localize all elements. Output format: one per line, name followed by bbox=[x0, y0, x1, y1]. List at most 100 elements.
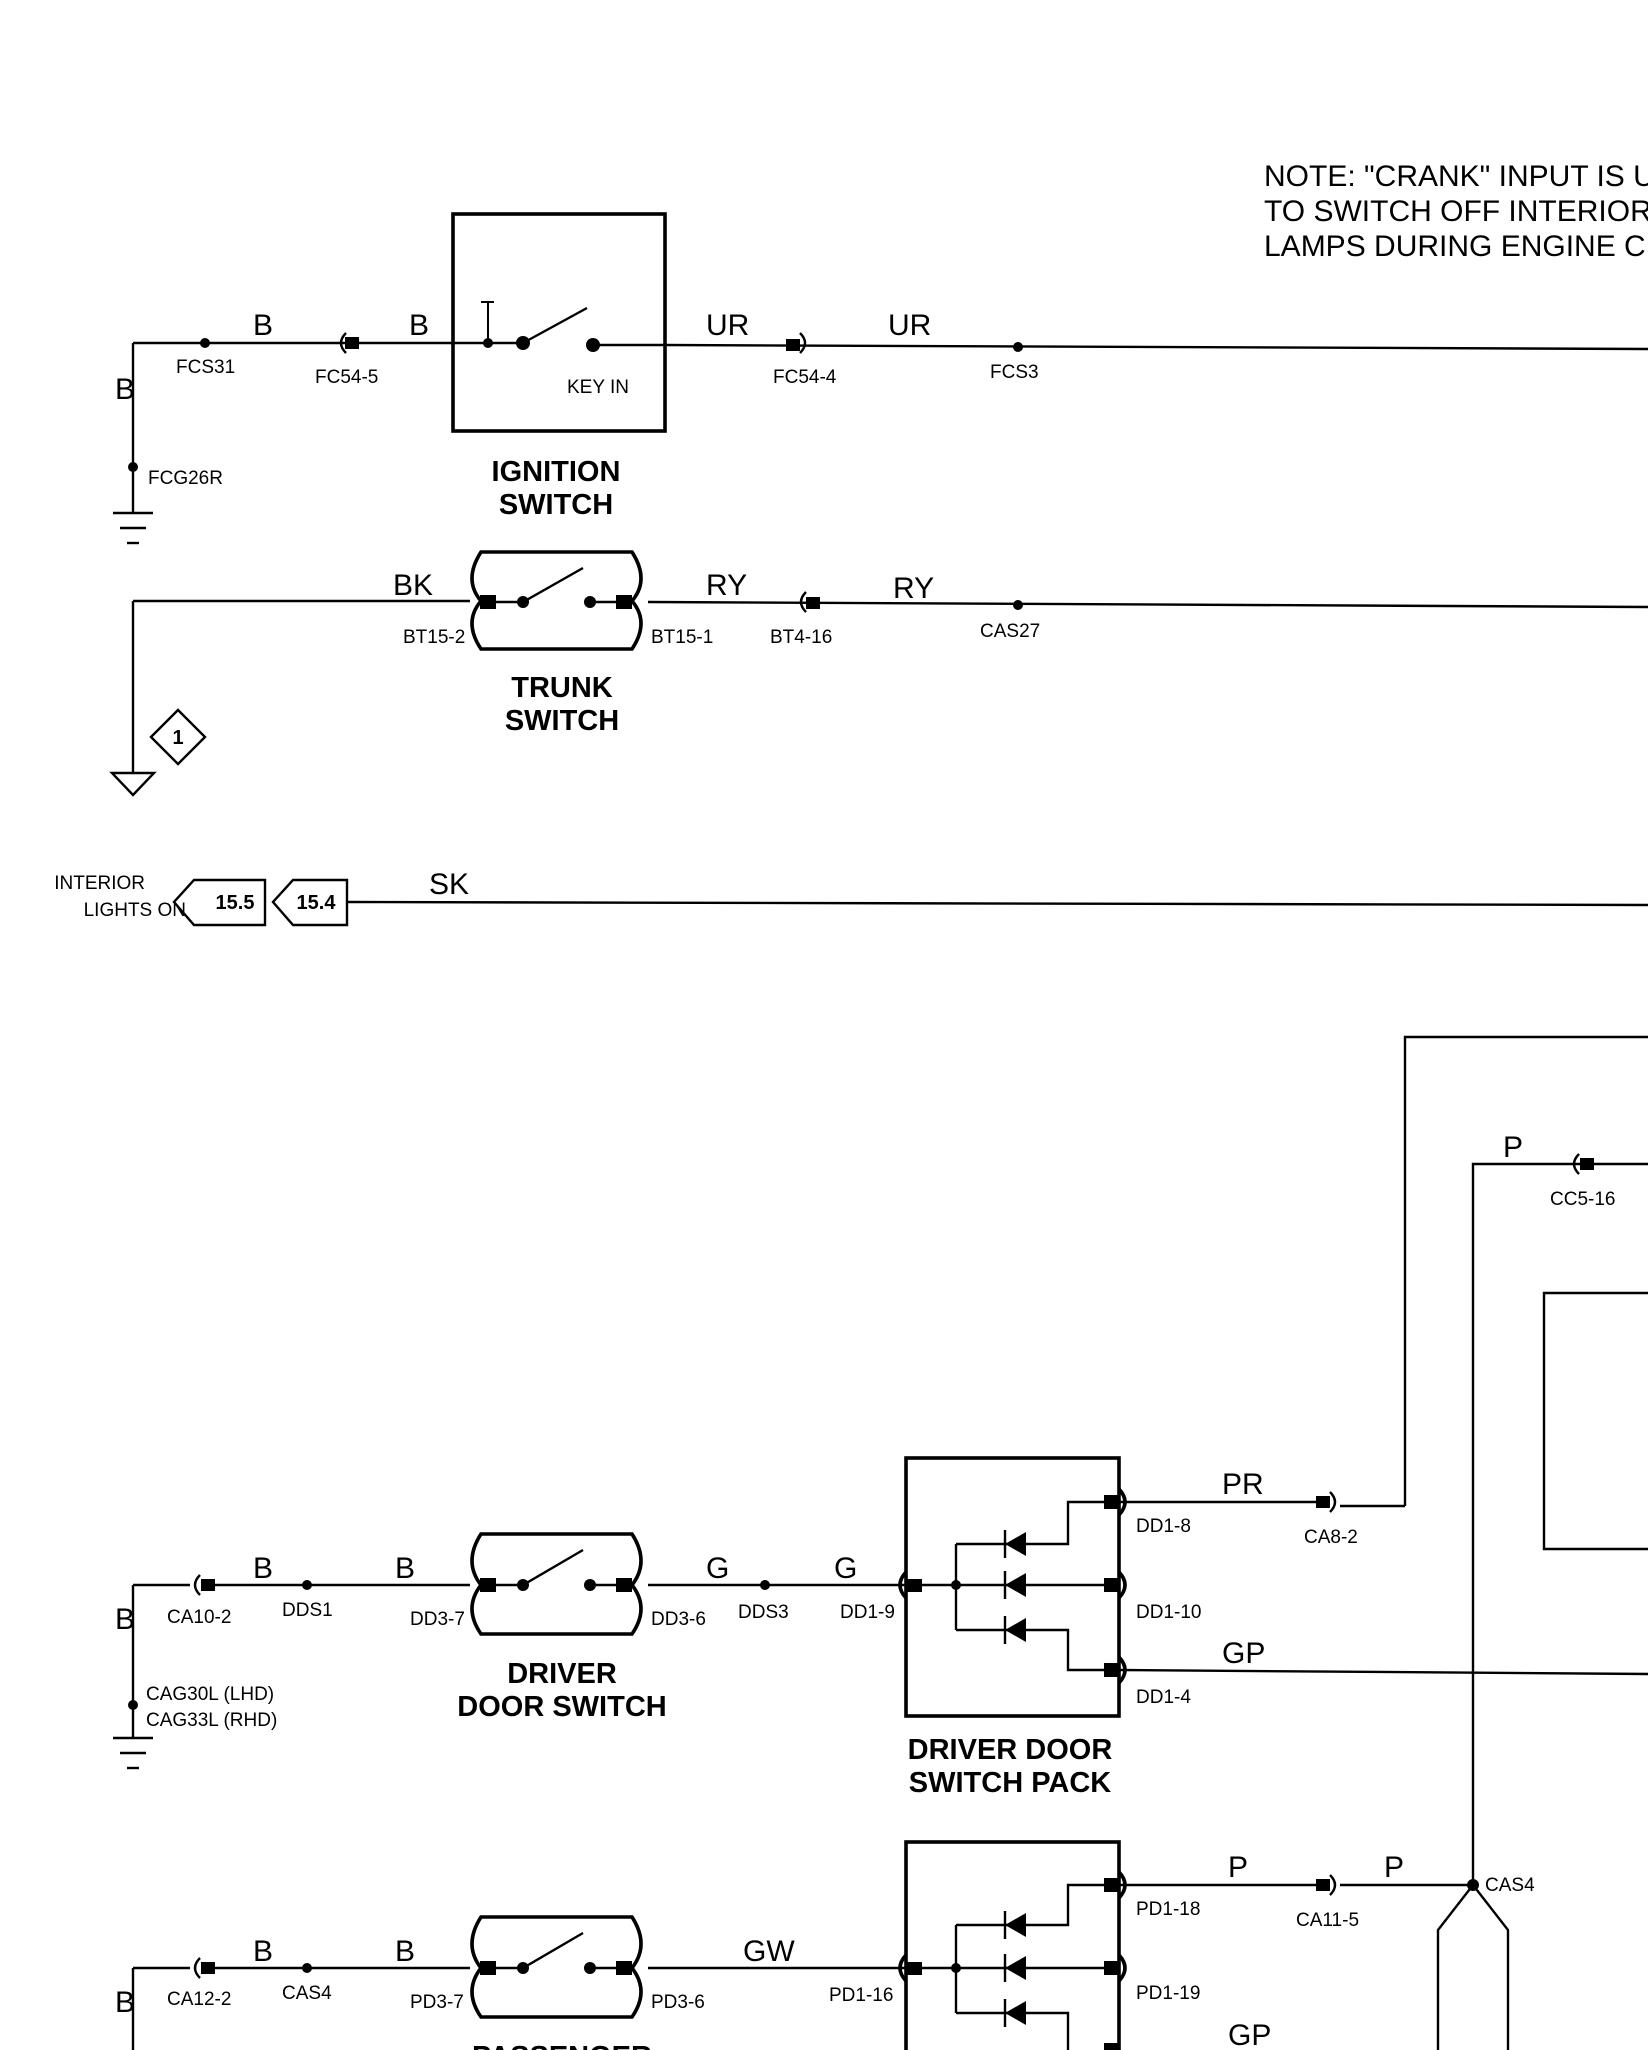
ignition-switch-contact-icon bbox=[522, 306, 588, 345]
driver-wire-label-pr: PR bbox=[1222, 1468, 1264, 1501]
wire-label-ry-1: RY bbox=[706, 569, 747, 602]
trunk-title-1: TRUNK bbox=[511, 672, 613, 704]
wire-label-b-2: B bbox=[409, 309, 429, 342]
passenger-door-switch-contact-icon bbox=[496, 1931, 584, 1970]
driver-switch-title-1: DRIVER bbox=[507, 1658, 617, 1690]
driver-pack-diode-3-icon bbox=[1003, 1616, 1026, 1644]
passenger-pack-internal-wiring bbox=[954, 1883, 1106, 2050]
pin-label-bt15-1: BT15-1 bbox=[651, 627, 713, 648]
driver-wire-label-g-2: G bbox=[834, 1552, 857, 1585]
connector-label-fc54-5: FC54-5 bbox=[315, 367, 378, 388]
offpage-ref-15-4-icon: 15.4 bbox=[271, 878, 349, 927]
ground-label-cag30l: CAG30L (LHD) bbox=[146, 1684, 274, 1705]
passenger-ground-wire-label: B bbox=[115, 1986, 135, 2019]
pin-label-dd3-7: DD3-7 bbox=[410, 1609, 465, 1630]
connector-fc54-5-icon bbox=[339, 332, 359, 354]
connector-label-cc5-16: CC5-16 bbox=[1550, 1189, 1615, 1210]
connector-label-bt4-16: BT4-16 bbox=[770, 627, 832, 648]
splice-pds1-dot bbox=[302, 1963, 312, 1973]
splice-dds1-dot bbox=[302, 1580, 312, 1590]
splice-fcs31-dot bbox=[200, 338, 210, 348]
driver-pack-diode-2-icon bbox=[1003, 1571, 1026, 1599]
splice-cas27-dot bbox=[1013, 600, 1023, 610]
connector-label-fc54-4: FC54-4 bbox=[773, 367, 837, 388]
ground-label-cag33l: CAG33L (RHD) bbox=[146, 1710, 277, 1731]
ground-ref-diamond-icon: 1 bbox=[149, 708, 207, 766]
splice-label-cas4: CAS4 bbox=[1485, 1875, 1535, 1896]
splice-dds3-dot bbox=[760, 1580, 770, 1590]
ignition-title-1: IGNITION bbox=[492, 456, 621, 488]
ground-wire-label: B bbox=[115, 373, 135, 406]
key-in-label: KEY IN bbox=[567, 377, 629, 398]
splice-label-dds1: DDS1 bbox=[282, 1600, 333, 1621]
pin-label-dd3-6: DD3-6 bbox=[651, 1609, 706, 1630]
passenger-wire-label-gp: GP bbox=[1228, 2019, 1271, 2050]
wire-label-ry-2: RY bbox=[893, 572, 934, 605]
wire-label-ur-1: UR bbox=[706, 309, 749, 342]
connector-fc54-4-icon bbox=[786, 332, 807, 354]
driver-switch-title-2: DOOR SWITCH bbox=[457, 1691, 666, 1723]
pin-label-pd1-18: PD1-18 bbox=[1136, 1899, 1200, 1920]
driver-door-switch-box bbox=[470, 1532, 643, 1636]
connector-label-ca11-5: CA11-5 bbox=[1296, 1910, 1359, 1931]
driver-wire-label-b-1: B bbox=[253, 1552, 273, 1585]
module-box-partial bbox=[1542, 1291, 1648, 1551]
wire-sk bbox=[346, 900, 1648, 907]
splice-label-dds3: DDS3 bbox=[738, 1602, 789, 1623]
ground-label-fcg26r: FCG26R bbox=[148, 468, 223, 489]
passenger-door-circuit: B CA12-2 B CAS4 B PD3-7 PD3-6 GW PD1-16 … bbox=[115, 1840, 1535, 2050]
offpage-ref-15-4: 15.4 bbox=[297, 892, 337, 914]
wire-label-p-right: P bbox=[1503, 1131, 1523, 1164]
driver-wire-label-b-2: B bbox=[395, 1552, 415, 1585]
driver-pack-diode-1-icon bbox=[1003, 1530, 1026, 1558]
passenger-wire-label-p-2: P bbox=[1384, 1851, 1404, 1884]
chassis-ground-triangle-icon bbox=[109, 771, 157, 797]
pin-label-bt15-2: BT15-2 bbox=[403, 627, 465, 648]
offpage-ref-15-5-icon: 15.5 bbox=[172, 878, 267, 927]
ground-ref-number: 1 bbox=[172, 727, 183, 749]
splice-label-fcs31: FCS31 bbox=[176, 357, 235, 378]
driver-pack-title-1: DRIVER DOOR bbox=[908, 1734, 1113, 1766]
splice-cas4-harness bbox=[1436, 1884, 1510, 2050]
interior-label-1: INTERIOR bbox=[54, 873, 145, 894]
passenger-pack-diode-2-icon bbox=[1003, 1954, 1026, 1982]
driver-wire-gp bbox=[1118, 1668, 1648, 1676]
pin-label-pd3-7: PD3-7 bbox=[410, 1992, 464, 2013]
note-line-3: LAMPS DURING ENGINE CRA bbox=[1264, 230, 1648, 263]
interior-label-2: LIGHTS ON bbox=[84, 900, 186, 921]
wire-label-b-1: B bbox=[253, 309, 273, 342]
wire-ry bbox=[647, 600, 1648, 609]
pin-label-dd1-8: DD1-8 bbox=[1136, 1516, 1191, 1537]
connector-ca10-2-icon bbox=[193, 1574, 215, 1596]
driver-ground-wire-label: B bbox=[115, 1603, 135, 1636]
wire-label-bk: BK bbox=[393, 569, 433, 602]
pin-label-pd1-19: PD1-19 bbox=[1136, 1983, 1200, 2004]
passenger-pack-diode-3-icon bbox=[1003, 1999, 1026, 2027]
passenger-wire-label-gw: GW bbox=[743, 1935, 795, 1968]
note-line-2: TO SWITCH OFF INTERIOR bbox=[1264, 195, 1648, 228]
trunk-switch-circuit: 1 BK RY RY BT15-2 BT15-1 BT4-16 CAS27 TR… bbox=[109, 550, 1648, 797]
driver-door-switch-contact-icon bbox=[496, 1548, 584, 1587]
right-block-wiring: P CC5-16 bbox=[1403, 1035, 1648, 1885]
pin-label-dd1-4: DD1-4 bbox=[1136, 1687, 1191, 1708]
driver-door-circuit: B CA10-2 B DDS1 B DD3-7 DD3-6 G DDS3 G D… bbox=[113, 1456, 1648, 1799]
passenger-wire-label-b-2: B bbox=[395, 1935, 415, 1968]
connector-label-ca12-2: CA12-2 bbox=[167, 1989, 231, 2010]
ground-symbol-icon bbox=[113, 511, 153, 545]
driver-ground-symbol-icon bbox=[113, 1736, 153, 1770]
splice-fcs3-dot bbox=[1013, 342, 1023, 352]
connector-ca8-2-icon bbox=[1316, 1491, 1337, 1513]
trunk-switch-box bbox=[470, 550, 643, 651]
passenger-wire-label-b-1: B bbox=[253, 1935, 273, 1968]
pin-label-dd1-9: DD1-9 bbox=[840, 1602, 895, 1623]
connector-ca12-2-icon bbox=[193, 1957, 215, 1979]
passenger-pack-diode-1-icon bbox=[1003, 1911, 1026, 1939]
crank-note: NOTE: "CRANK" INPUT IS US TO SWITCH OFF … bbox=[1264, 160, 1648, 263]
connector-cc5-16-icon bbox=[1572, 1153, 1594, 1175]
connector-ca11-5-icon bbox=[1316, 1874, 1337, 1896]
ignition-key-pin-icon bbox=[481, 301, 494, 343]
note-line-1: NOTE: "CRANK" INPUT IS US bbox=[1264, 160, 1648, 193]
splice-label-fcs3: FCS3 bbox=[990, 362, 1039, 383]
ignition-title-2: SWITCH bbox=[499, 489, 613, 521]
